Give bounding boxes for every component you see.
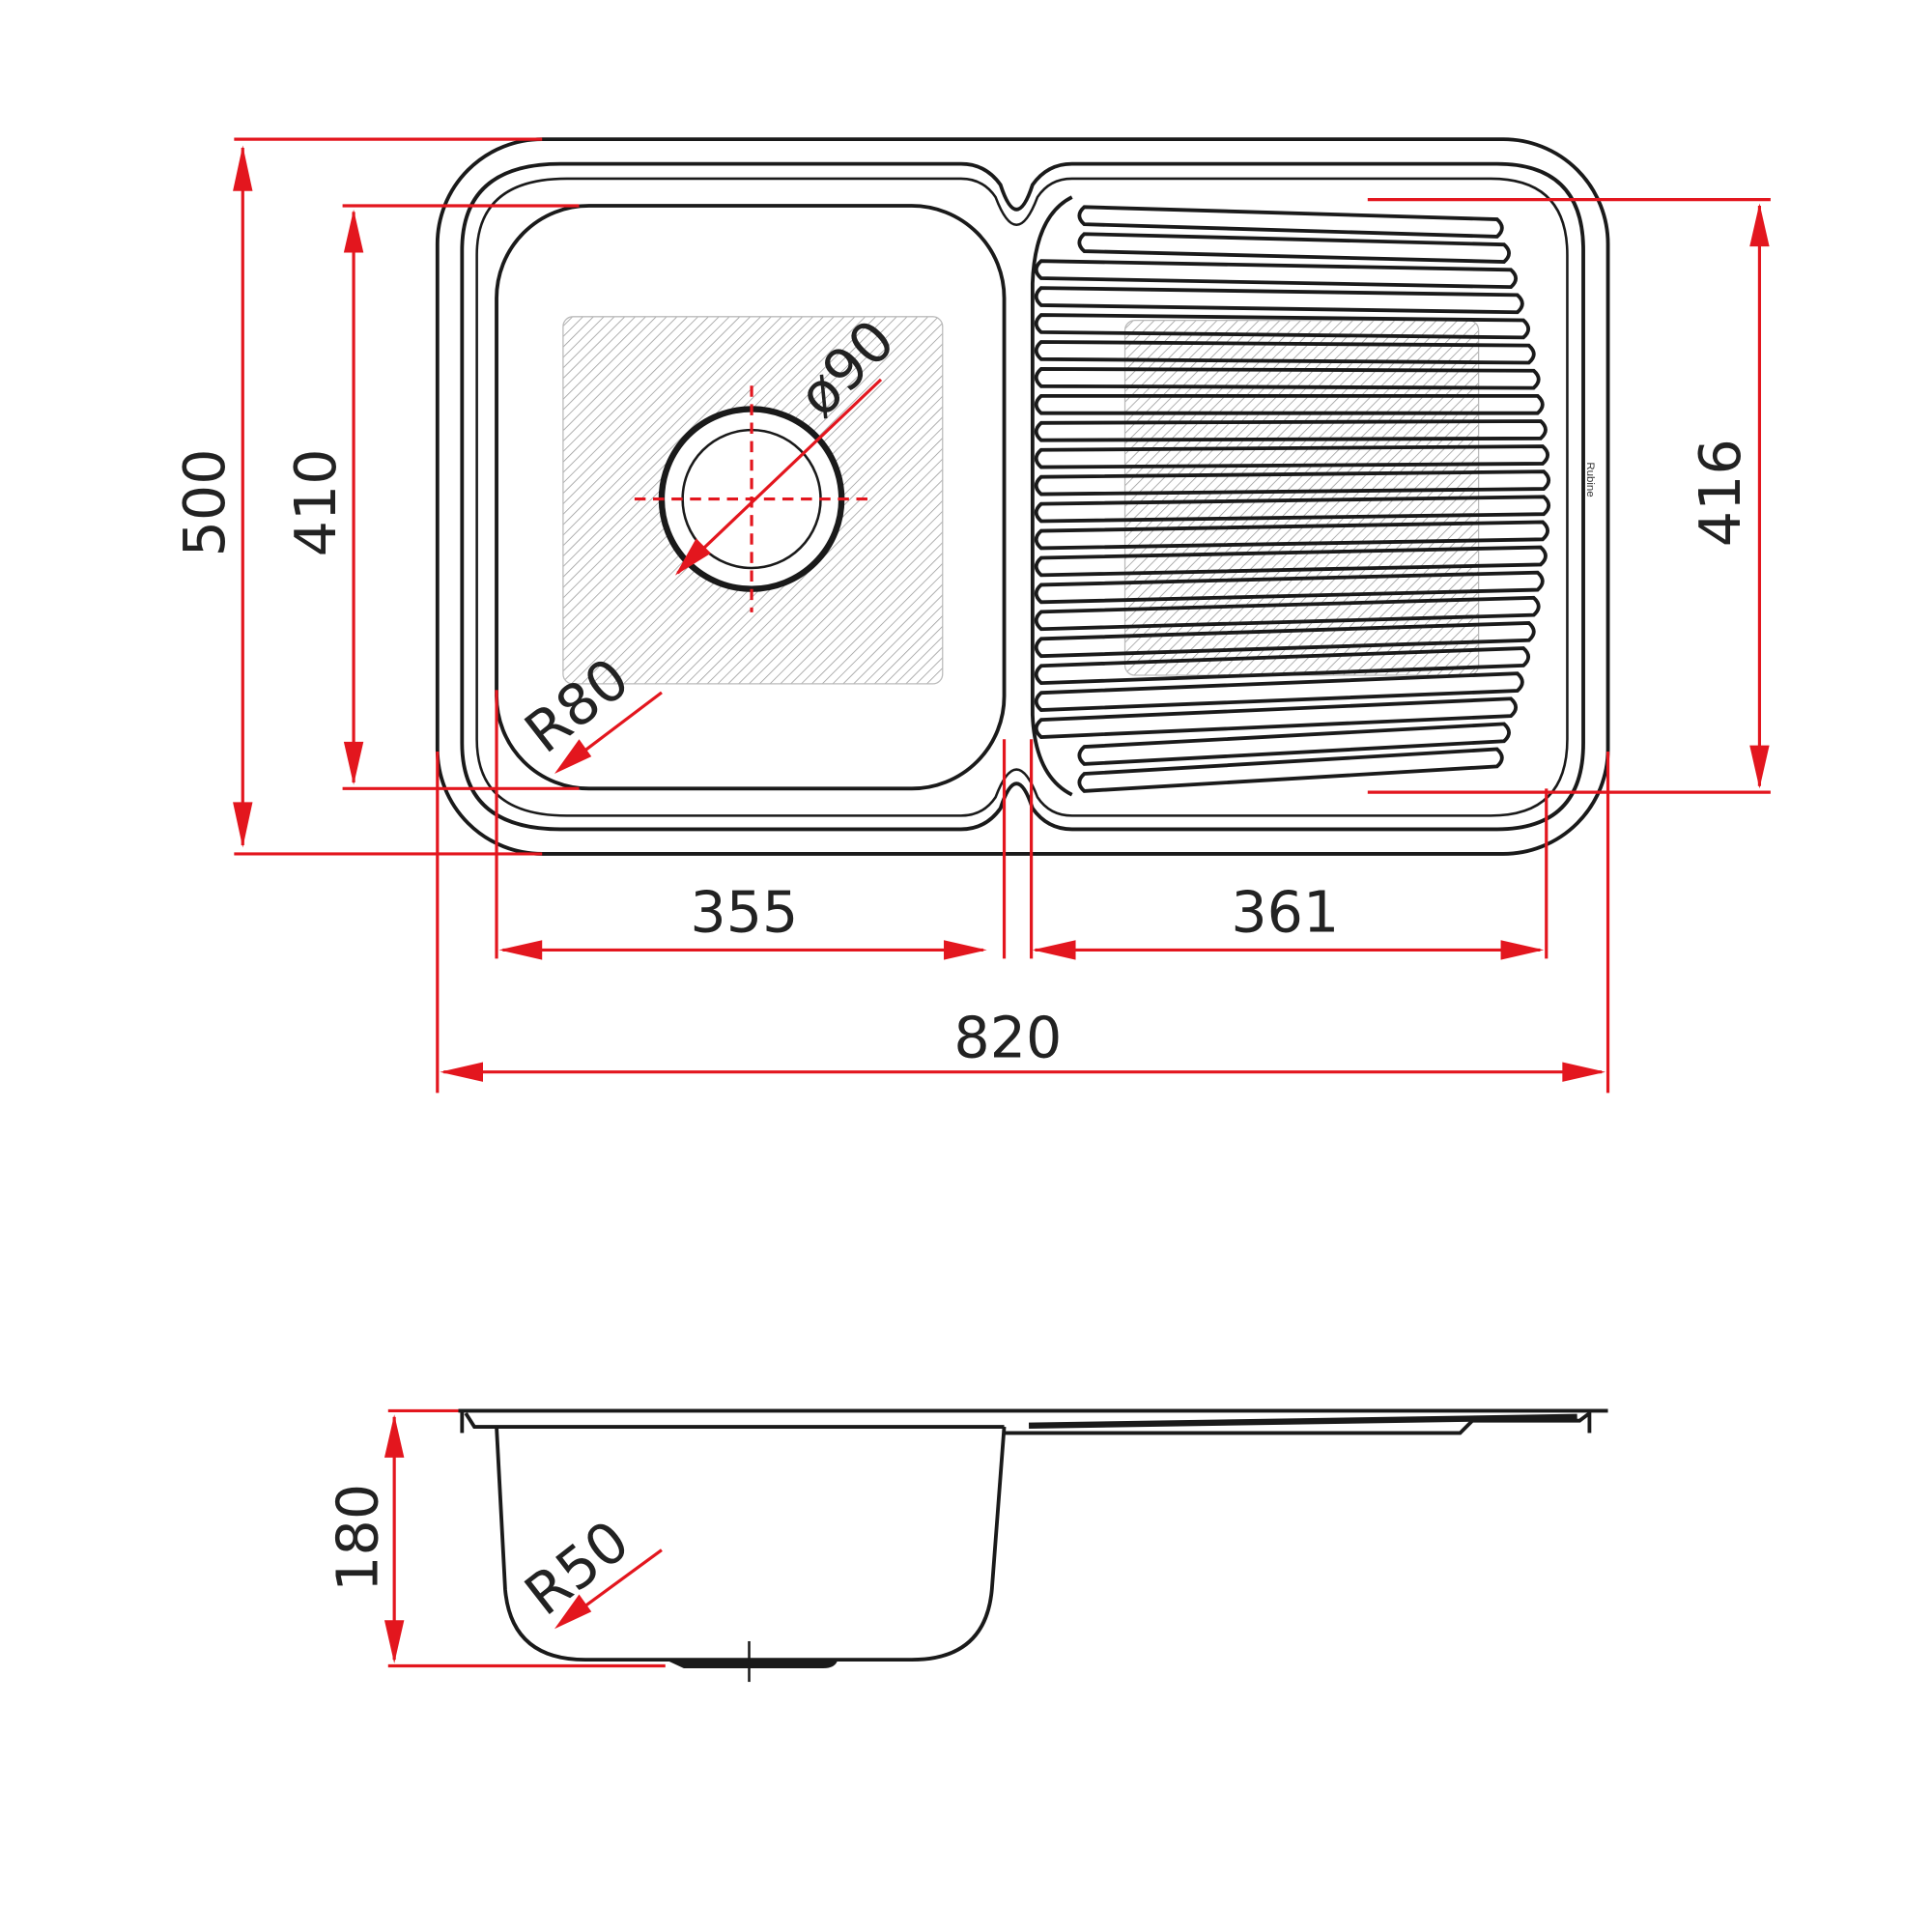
dim-overall-depth: 500 xyxy=(172,448,238,556)
dim-drainer-width: 361 xyxy=(1231,879,1339,945)
drainer-rib xyxy=(1077,205,1504,239)
drainer-rib xyxy=(1034,696,1519,739)
drainer-rib xyxy=(1034,367,1541,390)
drainer-rib xyxy=(1034,595,1541,632)
top-dimensions: 500 410 416 355 361 820 ø90 R80 xyxy=(172,137,1771,1094)
brand-logo: Rubine xyxy=(1584,462,1596,497)
dim-bowl-width: 355 xyxy=(690,879,798,945)
drainer-rib xyxy=(1077,747,1504,793)
drainer-rib xyxy=(1034,259,1519,290)
drainer-rib xyxy=(1034,393,1545,415)
drainer-rib xyxy=(1034,469,1551,497)
drainer-rib xyxy=(1034,286,1524,315)
drainer-rib xyxy=(1034,620,1536,659)
drainer-rib xyxy=(1034,671,1524,713)
drainer-rib xyxy=(1034,520,1549,551)
dim-bowl-depth: 410 xyxy=(283,448,349,556)
drainer-rib xyxy=(1034,340,1536,365)
drainer-rib xyxy=(1034,646,1531,686)
drainer-rib xyxy=(1034,419,1548,442)
drainer-ribs xyxy=(1034,205,1551,793)
drainer-rib xyxy=(1034,545,1548,578)
top-view: Rubine xyxy=(435,137,1610,856)
drainer-rib xyxy=(1034,444,1549,469)
drainer-rib xyxy=(1034,495,1551,524)
outer-rim xyxy=(435,137,1610,856)
side-view xyxy=(458,1408,1608,1683)
side-dimensions: 180 R50 xyxy=(325,1408,666,1668)
drainer-area xyxy=(1030,195,1073,797)
drainer-rib xyxy=(1034,570,1545,605)
dim-overall-width: 820 xyxy=(953,1005,1062,1070)
drainer-rib xyxy=(1077,722,1511,766)
bowl xyxy=(495,204,1007,791)
inner-rim-2 xyxy=(475,177,1569,817)
dim-bowl-height: 180 xyxy=(325,1484,390,1592)
drainer-rib xyxy=(1034,313,1531,340)
inner-rim xyxy=(460,161,1585,832)
dim-drainer-depth: 416 xyxy=(1688,439,1753,547)
drainer-rib xyxy=(1077,232,1511,264)
